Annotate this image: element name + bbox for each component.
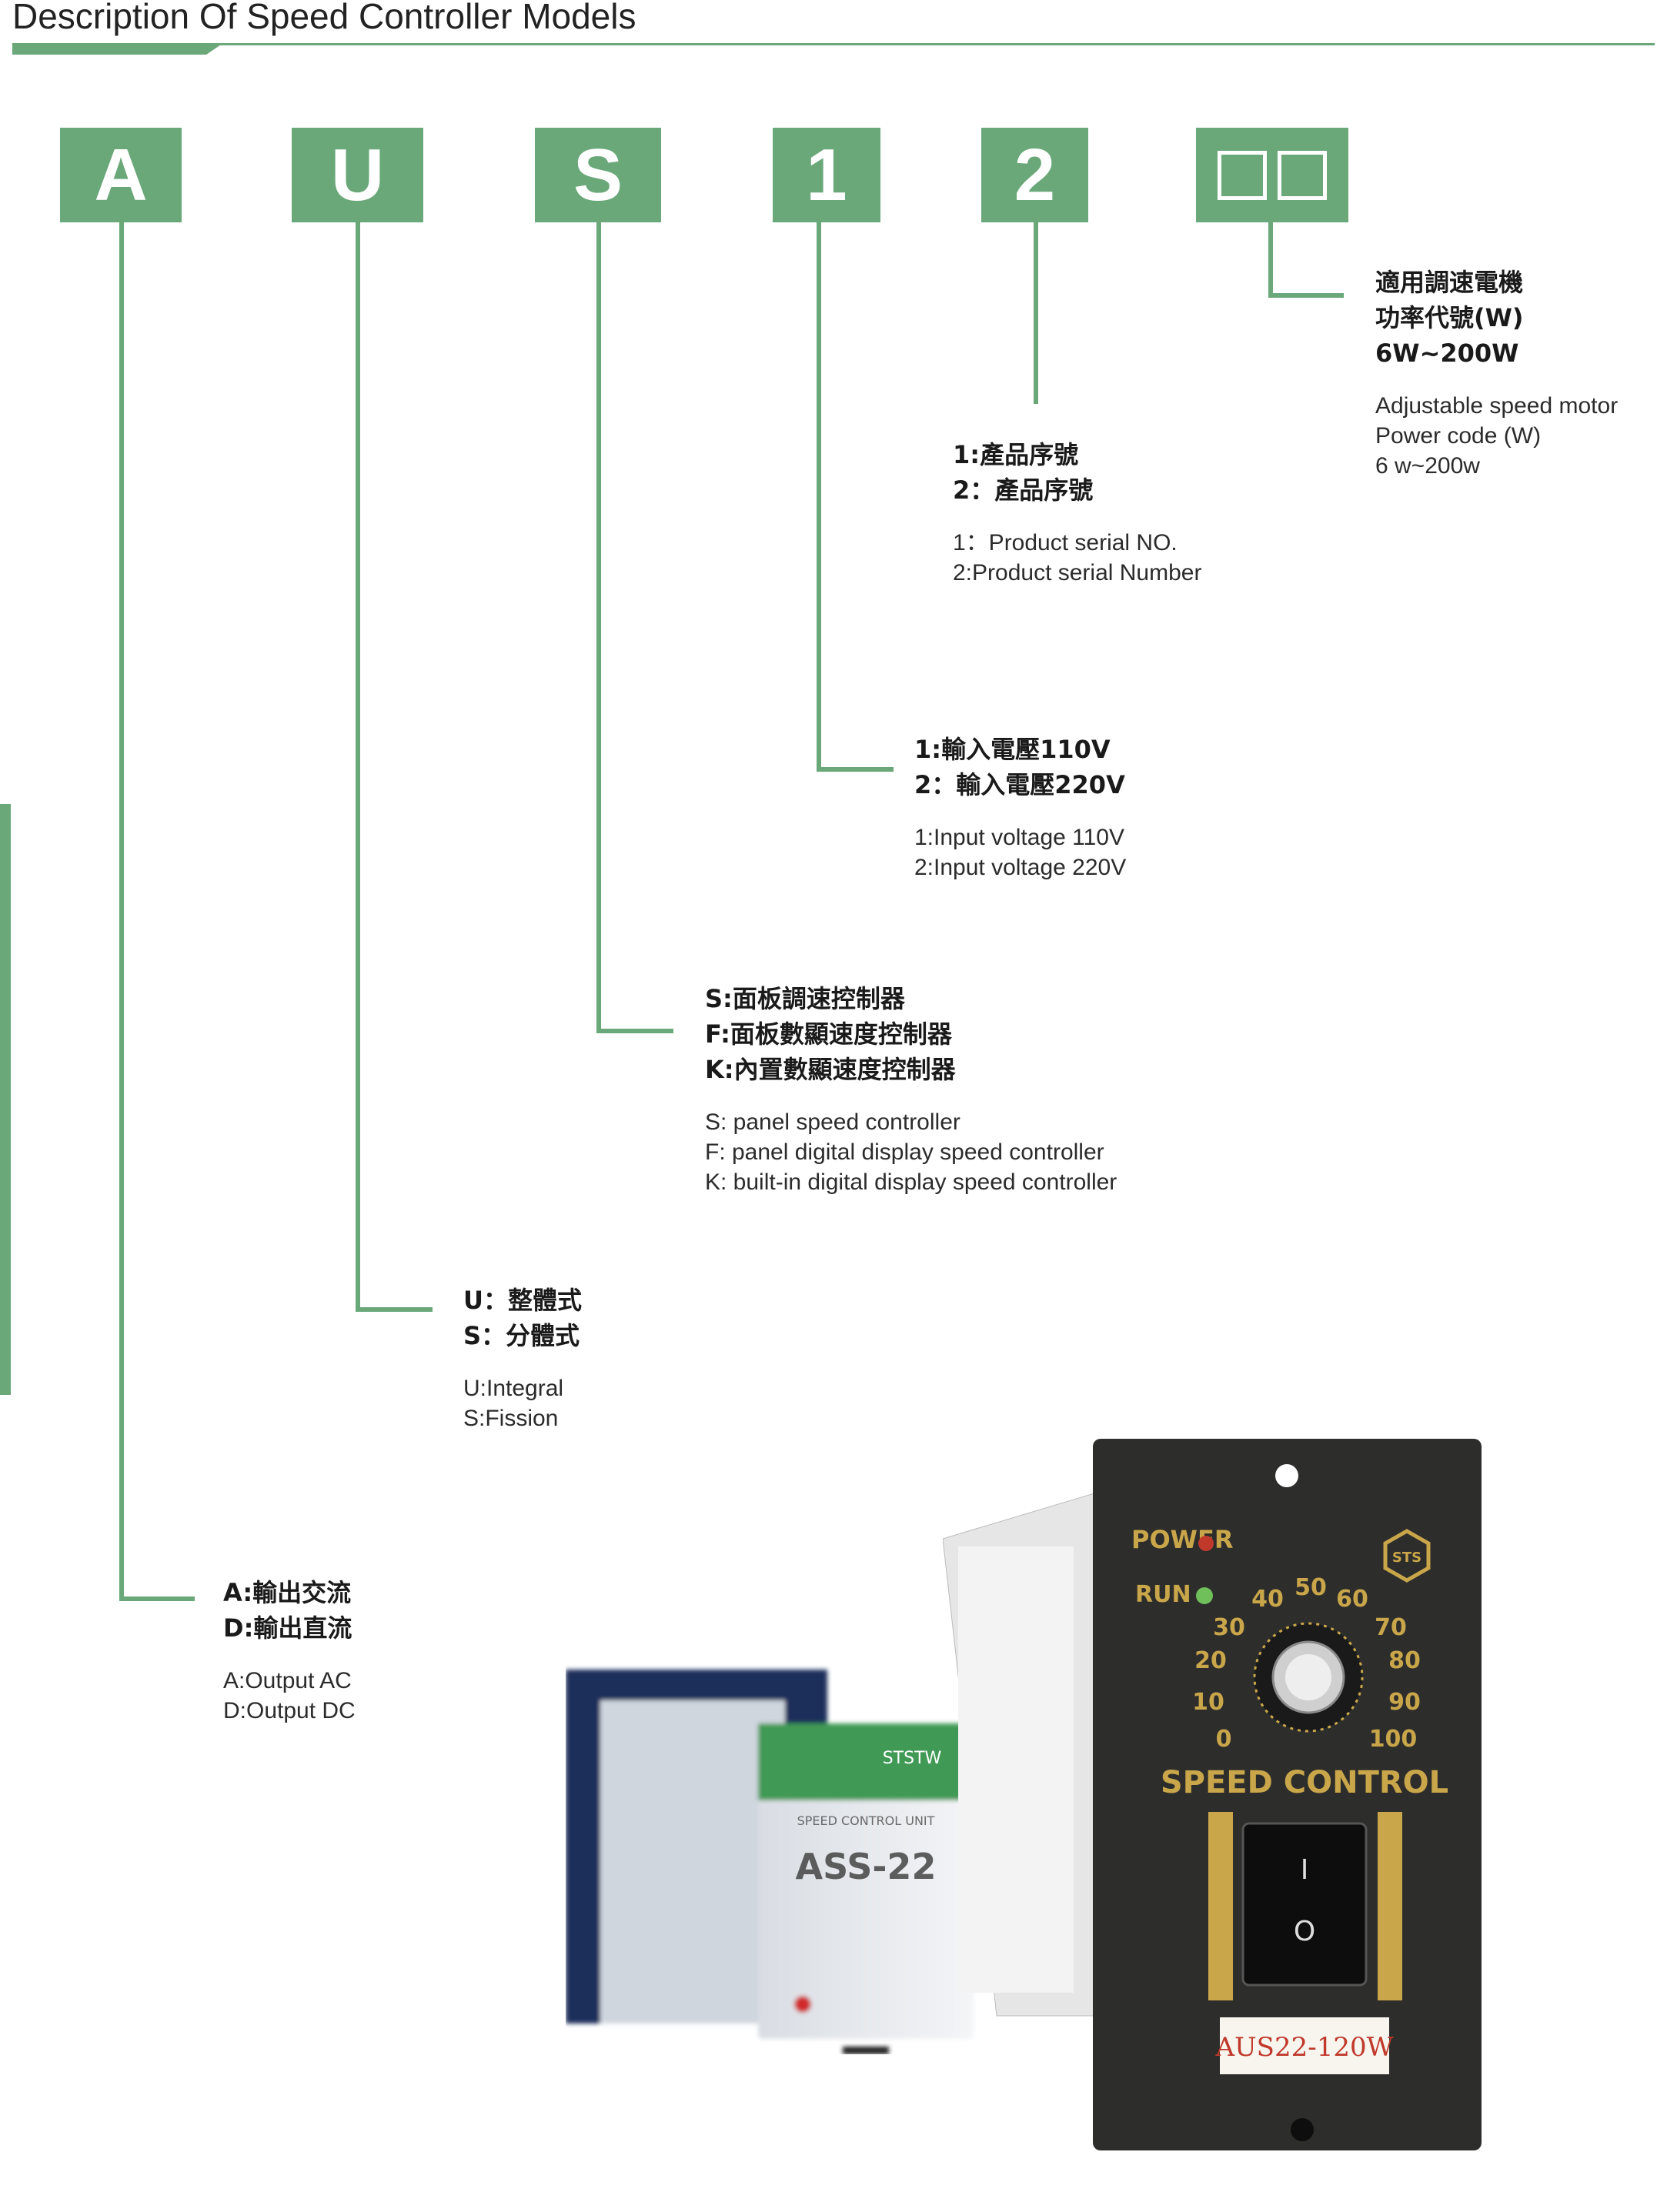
structure-en-2: S:Fission bbox=[463, 1406, 559, 1431]
code-box-output: A bbox=[60, 128, 182, 222]
dial-number: 10 bbox=[1192, 1689, 1224, 1716]
placeholder-square-icon bbox=[1218, 150, 1267, 200]
unit-brand: STSTW bbox=[883, 1749, 942, 1768]
unit-green-band bbox=[758, 1723, 974, 1800]
sts-logo-icon bbox=[1383, 1529, 1431, 1583]
power-code-zh-1: 適用調速電機 bbox=[1375, 268, 1524, 297]
serial-en-2: 2:Product serial Number bbox=[953, 560, 1202, 586]
dial-number: 40 bbox=[1251, 1586, 1284, 1613]
dial-number: 50 bbox=[1295, 1574, 1327, 1601]
mount-hole-top bbox=[1275, 1464, 1298, 1487]
voltage-zh-2: 2：輸入電壓220V bbox=[914, 770, 1125, 799]
output-zh-2: D:輸出直流 bbox=[223, 1613, 352, 1643]
dial-scale: 0 10 20 30 40 50 60 70 80 90 100 bbox=[1192, 1574, 1421, 1753]
controller-type-en-3: K: built-in digital display speed contro… bbox=[705, 1169, 1117, 1195]
unit-led bbox=[794, 1996, 811, 2013]
connector-voltage-horizontal bbox=[817, 767, 894, 772]
run-led bbox=[1196, 1587, 1213, 1604]
output-en-2: D:Output DC bbox=[223, 1698, 356, 1723]
power-label: POWER bbox=[1131, 1525, 1233, 1554]
power-code-zh-2: 功率代號(W) bbox=[1375, 303, 1524, 332]
title-underline bbox=[12, 43, 1655, 45]
switch-rail-right bbox=[1378, 1812, 1402, 2000]
connector-output-vertical bbox=[119, 222, 124, 1601]
speed-control-label: SPEED CONTROL bbox=[1161, 1765, 1448, 1800]
power-code-description: 適用調速電機 功率代號(W) 6W~200W Adjustable speed … bbox=[1375, 265, 1618, 481]
code-box-voltage: 1 bbox=[773, 128, 880, 222]
power-code-en-2: Power code (W) bbox=[1375, 423, 1542, 449]
voltage-zh-1: 1:輸入電壓110V bbox=[914, 735, 1111, 764]
controller-label-plate bbox=[958, 1546, 1074, 1993]
unit-front bbox=[758, 1723, 974, 2039]
serial-en-1: 1：Product serial NO. bbox=[953, 530, 1178, 556]
serial-description: 1:產品序號 2：產品序號 1：Product serial NO. 2:Pro… bbox=[953, 437, 1201, 588]
controller-type-en-1: S: panel speed controller bbox=[705, 1109, 960, 1135]
switch-off-mark: O bbox=[1294, 1916, 1315, 1947]
controller-type-description: S:面板調速控制器 F:面板數顯速度控制器 K:內置數顯速度控制器 S: pan… bbox=[705, 981, 1117, 1197]
controller-model: AUS22-120W bbox=[1214, 2032, 1393, 2063]
code-box-controller-type: S bbox=[535, 128, 661, 222]
code-box-serial: 2 bbox=[981, 128, 1088, 222]
connector-power-horizontal bbox=[1268, 293, 1344, 298]
output-zh-1: A:輸出交流 bbox=[223, 1578, 352, 1607]
connector-structure-horizontal bbox=[356, 1307, 433, 1312]
switch-rail-left bbox=[1208, 1812, 1233, 2000]
page-title: Description Of Speed Controller Models bbox=[12, 0, 636, 36]
output-en-1: A:Output AC bbox=[223, 1668, 352, 1693]
unit-side bbox=[600, 1700, 785, 2023]
structure-en-1: U:Integral bbox=[463, 1376, 564, 1401]
speed-control-unit-photo: STSTW SPEED CONTROL UNIT ASS-22 bbox=[566, 1670, 974, 2054]
switch-on-mark: I bbox=[1301, 1854, 1309, 1886]
dial-number: 80 bbox=[1388, 1647, 1421, 1674]
connector-output-horizontal bbox=[119, 1596, 195, 1601]
connector-voltage-vertical bbox=[817, 222, 821, 772]
output-description: A:輸出交流 D:輸出直流 A:Output AC D:Output DC bbox=[223, 1575, 356, 1726]
dial-number: 60 bbox=[1336, 1586, 1368, 1613]
code-box-structure: U bbox=[292, 128, 423, 222]
controller-type-zh-2: F:面板數顯速度控制器 bbox=[705, 1019, 952, 1049]
placeholder-square-icon bbox=[1278, 150, 1327, 200]
sts-logo-text: STS bbox=[1392, 1550, 1421, 1566]
connector-controller-vertical bbox=[596, 222, 601, 1033]
side-accent-bar bbox=[0, 804, 11, 1395]
voltage-description: 1:輸入電壓110V 2：輸入電壓220V 1:Input voltage 11… bbox=[914, 732, 1126, 882]
model-label-plate bbox=[1220, 2017, 1389, 2074]
connector-power-vertical bbox=[1268, 222, 1273, 298]
structure-zh-1: U：整體式 bbox=[463, 1286, 582, 1315]
dial-number: 30 bbox=[1213, 1614, 1245, 1641]
controller-type-zh-1: S:面板調速控制器 bbox=[705, 984, 905, 1013]
voltage-en-1: 1:Input voltage 110V bbox=[914, 825, 1124, 850]
controller-type-zh-3: K:內置數顯速度控制器 bbox=[705, 1055, 956, 1084]
speed-controller-photo: POWER RUN STS 0 10 20 30 40 50 60 70 80 … bbox=[943, 1439, 1482, 2150]
dial-number: 70 bbox=[1375, 1614, 1407, 1641]
connector-structure-vertical bbox=[356, 222, 360, 1312]
power-code-zh-3: 6W~200W bbox=[1375, 339, 1519, 368]
dial-number: 100 bbox=[1369, 1726, 1418, 1753]
unit-label: SPEED CONTROL UNIT bbox=[797, 1813, 935, 1828]
connector-serial-vertical bbox=[1034, 222, 1038, 404]
unit-model: ASS-22 bbox=[796, 1846, 937, 1887]
controller-type-en-2: F: panel digital display speed controlle… bbox=[705, 1139, 1104, 1165]
run-label: RUN bbox=[1135, 1581, 1191, 1608]
dial-number: 90 bbox=[1388, 1689, 1421, 1716]
serial-zh-2: 2：產品序號 bbox=[953, 475, 1094, 505]
dial-number: 20 bbox=[1194, 1647, 1227, 1674]
voltage-en-2: 2:Input voltage 220V bbox=[914, 855, 1127, 880]
code-box-power bbox=[1196, 128, 1348, 222]
rocker-switch[interactable] bbox=[1241, 1822, 1368, 1987]
dial-number: 0 bbox=[1216, 1726, 1232, 1753]
power-code-en-3: 6 w~200w bbox=[1375, 453, 1480, 479]
structure-zh-2: S：分體式 bbox=[463, 1321, 580, 1350]
structure-description: U：整體式 S：分體式 U:Integral S:Fission bbox=[463, 1283, 582, 1433]
power-led bbox=[1198, 1536, 1214, 1551]
title-accent-tab bbox=[12, 43, 223, 55]
mount-hole-bottom bbox=[1291, 2118, 1314, 2141]
power-code-en-1: Adjustable speed motor bbox=[1375, 393, 1619, 419]
serial-zh-1: 1:產品序號 bbox=[953, 440, 1079, 469]
connector-controller-horizontal bbox=[596, 1029, 673, 1033]
